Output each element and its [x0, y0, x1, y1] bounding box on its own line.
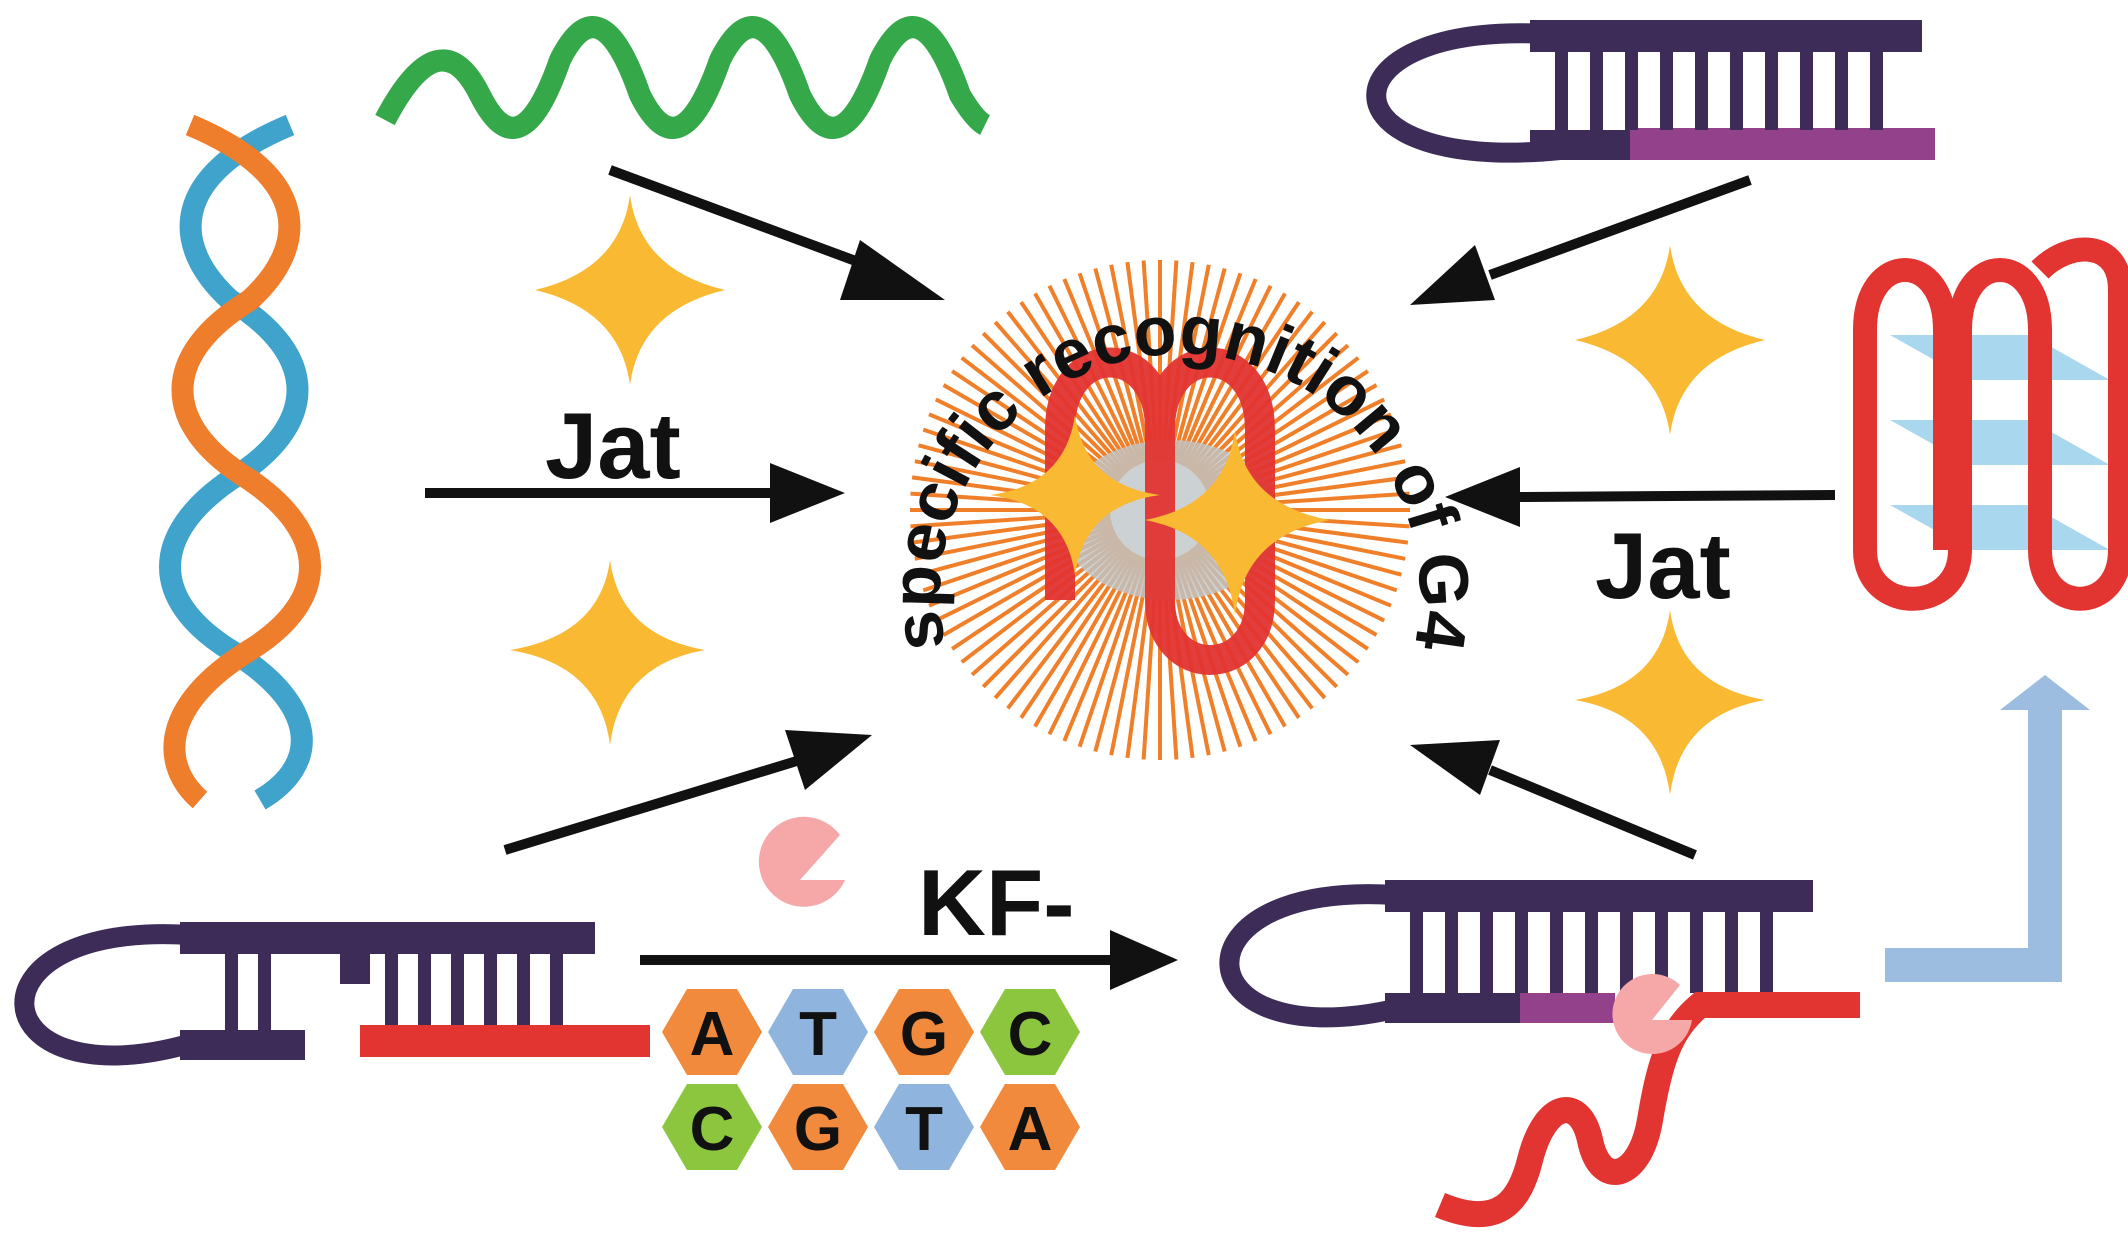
hairpin-base-pairs: [1555, 52, 1883, 130]
hairpin-br-upper-strand: [1385, 880, 1813, 912]
nt-label-r1-2: G: [900, 1000, 948, 1069]
hex-c-2: [662, 1084, 762, 1170]
hex-t-1: [768, 989, 868, 1075]
hairpin-bottom-left: [14, 922, 650, 1066]
elbow-arrow-shaft: [1885, 705, 2062, 982]
hairpin-bl-upper-strand: [180, 922, 595, 954]
arrows-to-center: [425, 165, 1836, 990]
arrow-top-left: [608, 165, 945, 300]
label-jat-left: Jat: [545, 393, 681, 498]
nt-label-r2-0: C: [690, 1095, 735, 1164]
arrow-right-jat: [1445, 467, 1836, 527]
arrow-bottom-right: [1410, 740, 1697, 860]
arrow-left-jat: [425, 463, 845, 523]
hairpin-upper-strand: [1530, 20, 1922, 52]
hex-g-1: [874, 989, 974, 1075]
hairpin-magenta-segment: [1630, 128, 1935, 160]
nt-label-r2-2: T: [905, 1095, 943, 1164]
arrow-kf: [640, 930, 1178, 990]
nt-label-r2-3: A: [1008, 1095, 1053, 1164]
nt-label-r2-1: G: [794, 1095, 842, 1164]
label-kf: KF-: [918, 850, 1075, 955]
hairpin-lower-strand: [1530, 130, 1630, 160]
dsdna-double-helix: [159, 114, 321, 810]
star-right-top: [1575, 245, 1765, 435]
star-right-bottom: [1575, 610, 1765, 795]
hairpin-bl-base-pairs: [225, 954, 563, 1030]
hex-g-2: [768, 1084, 868, 1170]
hairpin-bl-lower-left: [180, 1030, 275, 1060]
hairpin-top-right: [1366, 20, 1935, 163]
elbow-arrow-head: [2000, 675, 2090, 710]
hairpin-bl-loop: [14, 924, 191, 1066]
star-left-bottom: [510, 560, 705, 745]
emblem-star-2: [1145, 430, 1330, 615]
arrow-top-right: [1410, 175, 1752, 305]
emblem-g4-strand: [1045, 347, 1275, 675]
br-enzyme-shape: [1612, 974, 1692, 1055]
central-g4-emblem: specific recognition of G4: [876, 260, 1484, 760]
nt-label-r1-1: T: [799, 1000, 837, 1069]
emblem-star-1: [990, 415, 1160, 575]
arrow-bottom-left: [503, 730, 872, 855]
g-tetrad-planes: [1890, 335, 2110, 550]
hairpin-br-base-pairs: [1410, 912, 1773, 993]
g-quadruplex-structure: [1853, 237, 2128, 611]
ssdna-green-wave: [375, 16, 991, 139]
hairpin-br-lower-left: [1385, 993, 1520, 1023]
hairpin-bottom-right: [1219, 880, 1860, 1228]
hex-t-2: [874, 1084, 974, 1170]
nt-label-r1-0: A: [690, 1000, 735, 1069]
kf-enzyme-shape: [758, 816, 845, 907]
hairpin-br-magenta-segment: [1520, 993, 1615, 1023]
br-red-wavy-strand: [1435, 992, 1860, 1228]
elbow-arrow-light-blue: [1885, 675, 2090, 982]
dsdna-strand-orange: [163, 114, 321, 809]
g4-strand: [1853, 237, 2128, 611]
star-left-top: [535, 195, 725, 385]
hairpin-bl-red-strand: [360, 1025, 650, 1057]
hairpin-br-loop: [1219, 884, 1396, 1028]
hex-a-1: [662, 989, 762, 1075]
hex-c-1: [980, 989, 1080, 1075]
hex-a-2: [980, 1084, 1080, 1170]
nt-label-r1-3: C: [1008, 1000, 1053, 1069]
nucleotide-hexagons: A T G C C G T A: [662, 989, 1080, 1170]
hairpin-loop: [1366, 23, 1561, 163]
ray: [960, 356, 1122, 482]
label-jat-right: Jat: [1595, 513, 1731, 618]
hairpin-bl-lower-mid: [275, 1030, 305, 1060]
